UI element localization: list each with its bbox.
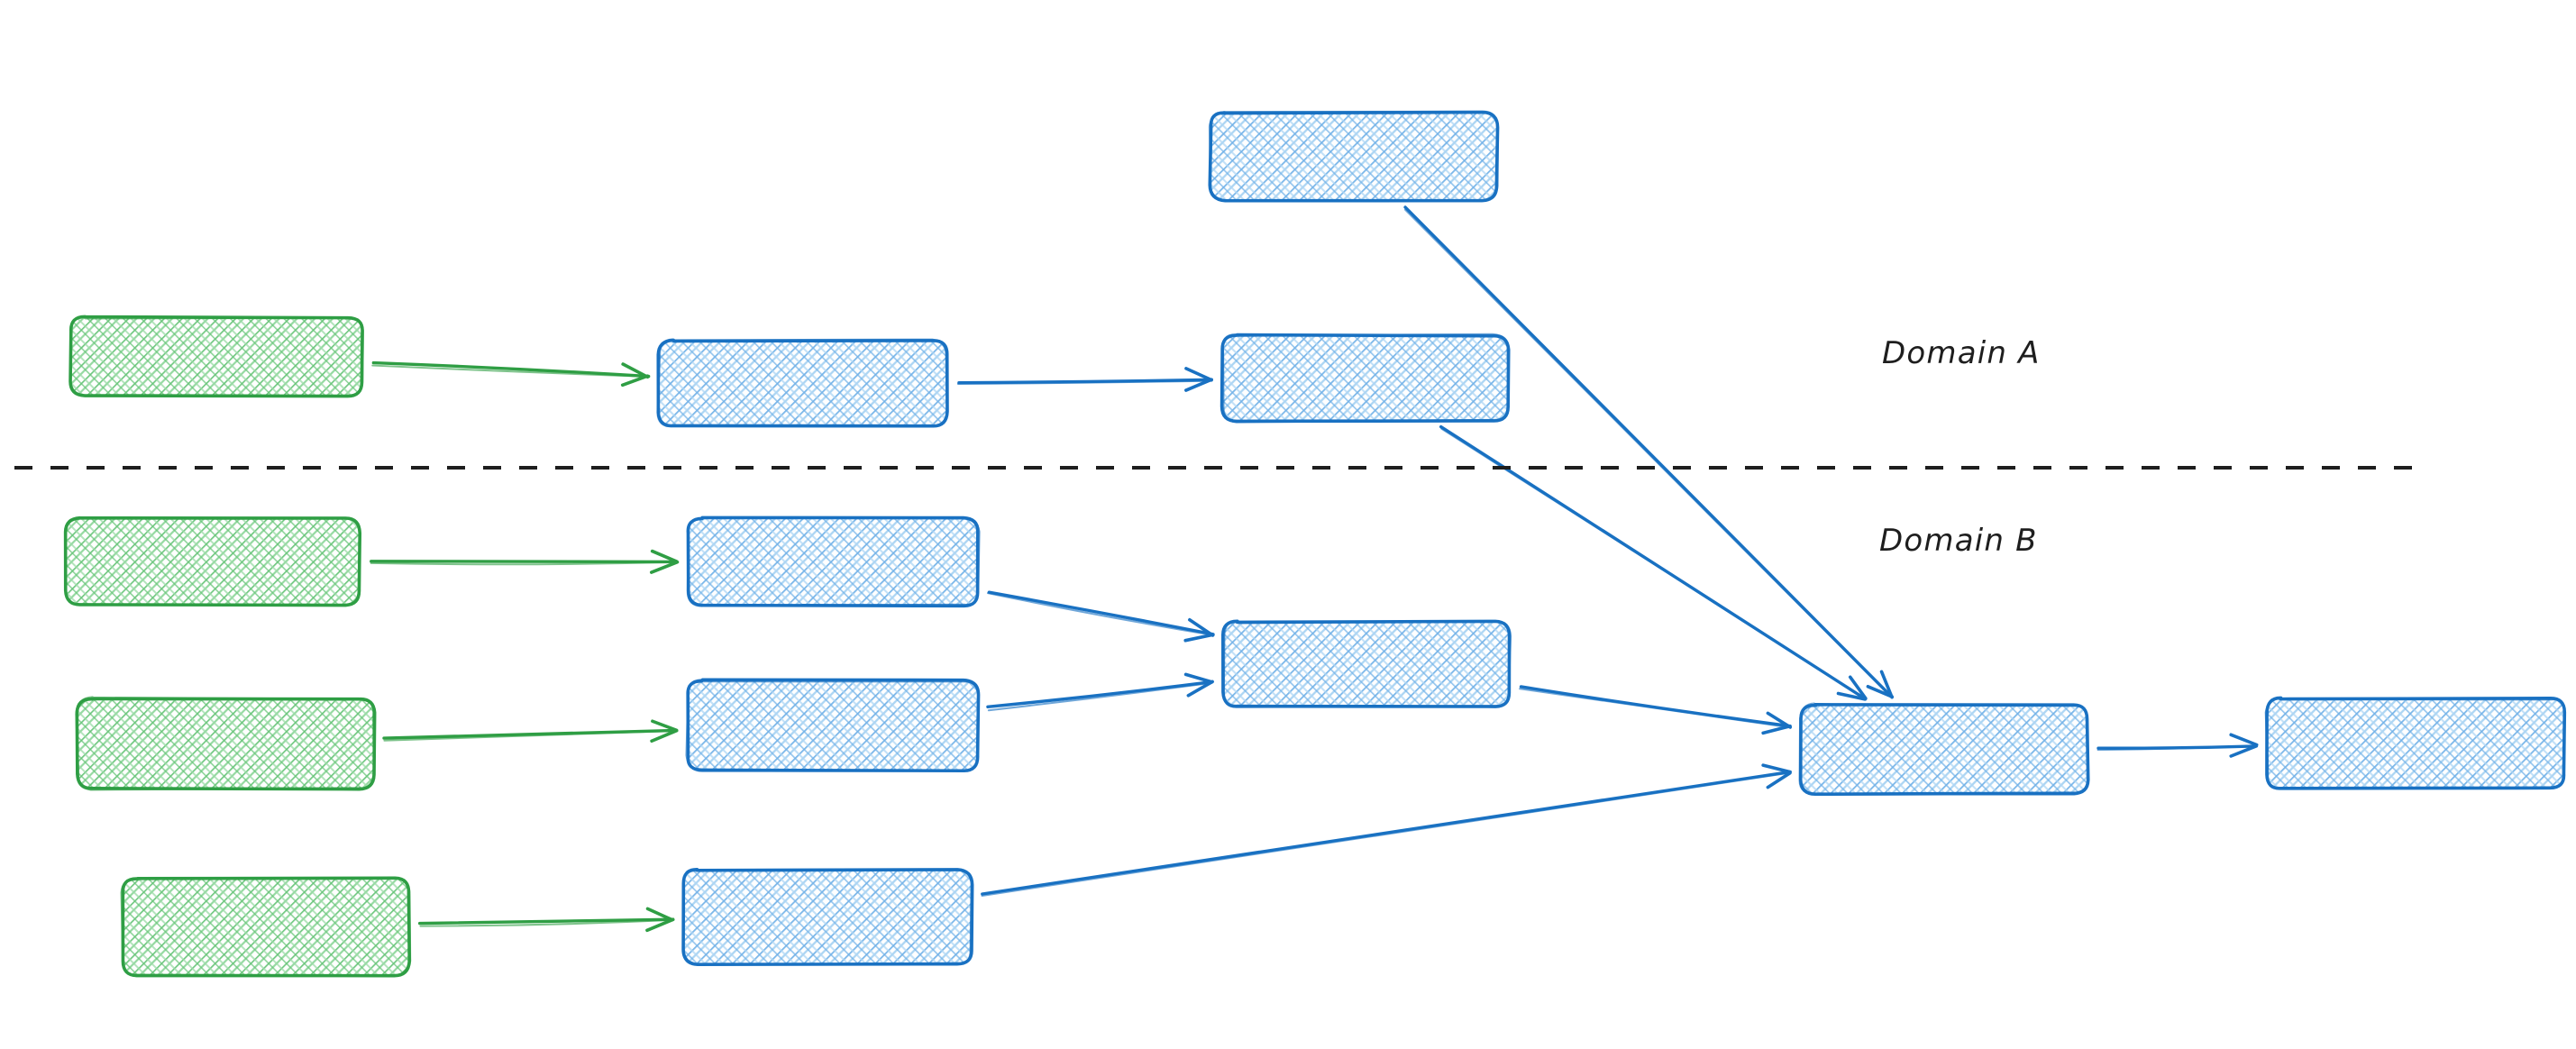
edge-arrowhead xyxy=(645,917,675,933)
edge-arrowhead xyxy=(1761,763,1792,774)
edge-line xyxy=(987,681,1213,712)
node-outline xyxy=(656,338,948,428)
node-fill xyxy=(70,317,362,396)
node-outline xyxy=(2264,697,2566,789)
edge-arrowhead xyxy=(1183,633,1215,643)
edge-e6 xyxy=(382,719,679,743)
edge-e3 xyxy=(1403,205,1894,699)
node-fill xyxy=(1222,335,1508,421)
edge-arrowhead xyxy=(1188,617,1215,637)
edge-line xyxy=(956,379,1213,386)
edge-arrowhead xyxy=(2229,733,2259,747)
edge-arrowhead xyxy=(1766,771,1792,789)
edge-e5 xyxy=(370,549,680,574)
node-b-mid-1[interactable] xyxy=(686,515,981,608)
node-fill xyxy=(1210,113,1497,200)
node-outline xyxy=(69,315,364,397)
edge-arrowhead xyxy=(620,374,650,388)
edge-arrowhead xyxy=(2229,744,2259,758)
edge-arrowhead xyxy=(1866,684,1894,698)
edge-line xyxy=(371,364,649,378)
node-fill xyxy=(66,518,360,605)
edge-line xyxy=(986,592,1214,636)
edge-line xyxy=(2096,745,2257,752)
edge-arrowhead xyxy=(1184,367,1213,382)
edge-line xyxy=(981,771,1792,897)
node-outline xyxy=(1798,702,2089,796)
edge-line xyxy=(1519,685,1792,728)
edge-arrowhead xyxy=(649,560,680,574)
node-fill xyxy=(659,341,947,426)
edge-line xyxy=(987,590,1215,636)
node-b-mid-2[interactable] xyxy=(685,678,981,773)
edge-arrowhead xyxy=(645,907,674,922)
edge-e9 xyxy=(986,672,1214,712)
node-fill xyxy=(1801,705,2087,794)
node-outline xyxy=(685,679,981,772)
domain-b-label: Domain B xyxy=(1879,523,2038,559)
edge-arrowhead xyxy=(1766,711,1793,729)
edge-arrowhead xyxy=(1836,691,1867,701)
edge-line xyxy=(419,918,673,927)
edge-arrowhead xyxy=(1184,378,1213,392)
edge-arrowhead xyxy=(1761,724,1792,735)
edge-e10 xyxy=(1519,685,1793,735)
edge-e12 xyxy=(2096,733,2259,758)
edge-line xyxy=(1519,688,1792,729)
node-b-center[interactable] xyxy=(1221,619,1512,708)
edge-arrowhead xyxy=(651,719,679,733)
node-b-src-2[interactable] xyxy=(75,696,377,791)
node-outline xyxy=(64,516,361,607)
edge-line xyxy=(383,729,678,742)
edge-line xyxy=(370,560,679,564)
edge-e1 xyxy=(371,360,651,388)
edge-e8 xyxy=(986,590,1215,643)
edge-arrowhead xyxy=(650,549,679,563)
edge-e7 xyxy=(417,907,675,933)
edge-line xyxy=(957,378,1214,385)
node-fill xyxy=(683,870,972,964)
node-a-mid[interactable] xyxy=(656,338,949,428)
node-a-right[interactable] xyxy=(1219,333,1511,424)
edge-arrowhead xyxy=(621,362,650,379)
node-b-src-1[interactable] xyxy=(63,515,362,607)
edge-line xyxy=(1403,208,1893,699)
nodes-layer xyxy=(63,110,2567,978)
domain-a-label: Domain A xyxy=(1882,335,2041,371)
node-fill xyxy=(688,518,978,606)
edge-line xyxy=(370,561,679,566)
node-outline xyxy=(686,516,981,607)
edges-layer xyxy=(370,205,2259,933)
node-outline xyxy=(1208,110,1499,203)
node-outline xyxy=(75,696,376,791)
edge-line xyxy=(371,360,651,379)
edge-arrowhead xyxy=(650,728,679,743)
node-a-top[interactable] xyxy=(1208,110,1500,203)
node-fill xyxy=(1223,622,1510,707)
node-b-src-3[interactable] xyxy=(120,876,412,978)
node-fill xyxy=(78,698,374,789)
node-outline xyxy=(1222,620,1512,708)
edge-e2 xyxy=(956,367,1214,392)
edge-line xyxy=(986,680,1214,709)
node-outline xyxy=(120,877,412,978)
node-fill xyxy=(2267,698,2564,789)
edge-e11 xyxy=(981,763,1792,897)
edge-line xyxy=(981,770,1792,896)
edge-line xyxy=(417,917,675,926)
node-fill xyxy=(123,879,409,975)
node-fill xyxy=(688,680,978,771)
node-b-mid-3[interactable] xyxy=(681,867,974,967)
edge-arrowhead xyxy=(1186,680,1214,698)
edge-arrowhead xyxy=(1879,670,1894,699)
node-outline xyxy=(1221,333,1510,424)
node-b-final[interactable] xyxy=(2264,696,2567,790)
node-b-big[interactable] xyxy=(1798,702,2090,797)
edge-arrowhead xyxy=(1183,672,1214,684)
node-outline xyxy=(681,868,973,966)
node-a-src[interactable] xyxy=(69,315,364,398)
edge-arrowhead xyxy=(1848,675,1868,700)
